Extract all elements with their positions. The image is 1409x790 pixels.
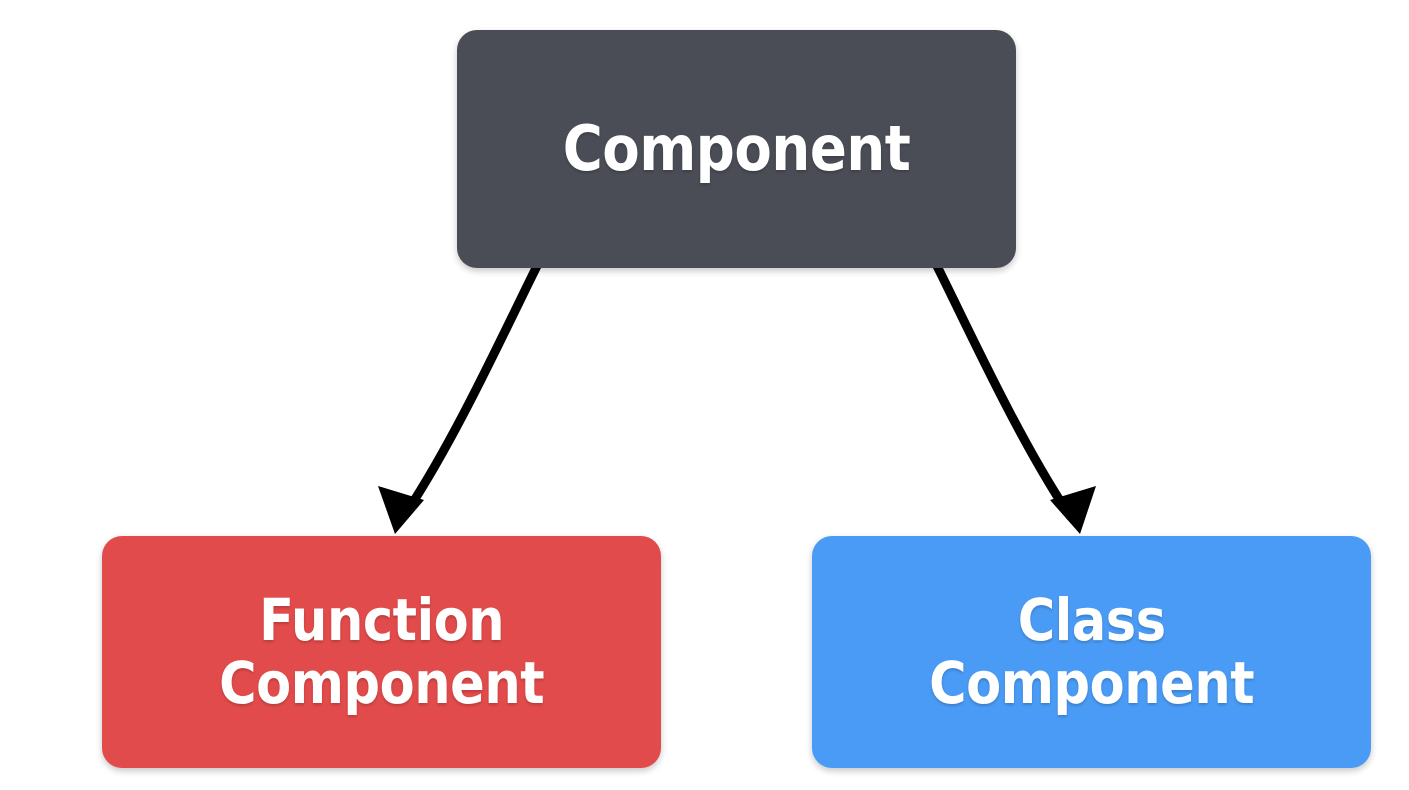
edge-root-to-function-arrowhead	[378, 486, 424, 534]
node-class-component-label: Class Component	[928, 586, 1255, 717]
edge-root-to-class-line	[932, 261, 1075, 521]
node-component-root[interactable]: Component	[457, 30, 1016, 268]
edge-root-to-function-line	[399, 261, 542, 521]
node-function-component[interactable]: Function Component	[102, 536, 661, 768]
node-function-component-label: Function Component	[218, 586, 545, 717]
edge-root-to-class-arrowhead	[1050, 486, 1096, 534]
node-component-root-label: Component	[562, 112, 911, 186]
node-class-component[interactable]: Class Component	[812, 536, 1371, 768]
edge-root-to-function	[378, 261, 542, 534]
edge-root-to-class	[932, 261, 1096, 534]
